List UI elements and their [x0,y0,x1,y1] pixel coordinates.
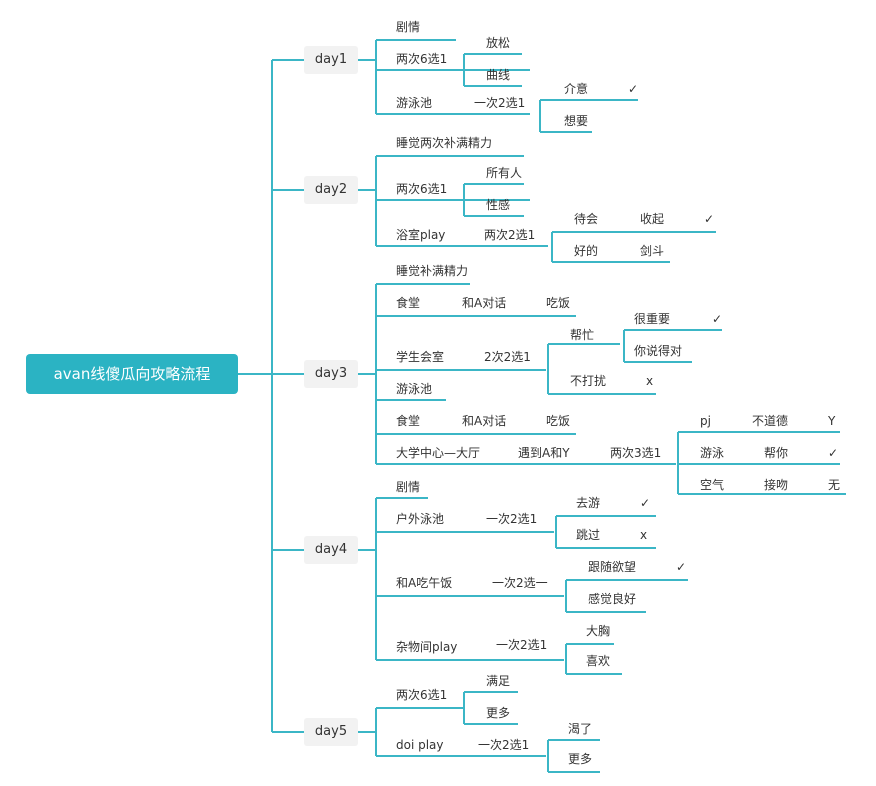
day3-row2-col1[interactable]: 游泳 [700,446,725,460]
day4-option-desire[interactable]: 跟随欲望 [588,560,637,574]
day4-item-lunch[interactable]: 和A吃午饭 [396,576,453,590]
day2-option-later[interactable]: 待会 [574,212,599,226]
day4-item-plot[interactable]: 剧情 [396,480,421,494]
day5-item-doiplay[interactable]: doi play [396,738,444,752]
day3-item-pool[interactable]: 游泳池 [396,382,433,396]
day4-lunch-choice[interactable]: 一次2选一 [492,576,548,590]
day3-row1-col3[interactable]: Y [828,414,836,428]
x-mark: x [640,528,648,542]
day4-option-like[interactable]: 喜欢 [586,654,611,668]
day3-item-canteen2[interactable]: 食堂 [396,414,421,428]
day1-item-plot[interactable]: 剧情 [396,20,421,34]
check-mark: ✓ [704,212,715,226]
day3-row3-col3[interactable]: 无 [828,478,841,492]
day5-doiplay-choice[interactable]: 一次2选1 [478,738,530,752]
day5-option-more2[interactable]: 更多 [568,752,593,766]
day1-item-choice6[interactable]: 两次6选1 [396,52,448,66]
day1-option-want[interactable]: 想要 [564,114,589,128]
check-mark: ✓ [828,446,839,460]
day3-item-center[interactable]: 大学中心—大厅 [396,446,481,460]
check-mark: ✓ [712,312,723,326]
day3-option-right[interactable]: 你说得对 [634,344,683,358]
check-mark: ✓ [676,560,687,574]
day5-option-thirsty[interactable]: 渴了 [568,722,593,736]
day3-node[interactable]: day3 [304,360,358,388]
day2-item-bathroom[interactable]: 浴室play [396,228,446,242]
day3-row3-col1[interactable]: 空气 [700,478,725,492]
day2-option-everyone[interactable]: 所有人 [486,166,523,180]
day3-item-sleep[interactable]: 睡觉补满精力 [396,264,469,278]
day2-bathroom-choice[interactable]: 两次2选1 [484,228,536,242]
day4-option-skip[interactable]: 跳过 [576,528,601,542]
day3-canteen-eat[interactable]: 吃饭 [546,296,571,310]
day2-item-choice6[interactable]: 两次6选1 [396,182,448,196]
day4-option-feelgood[interactable]: 感觉良好 [588,592,637,606]
day4-storage-choice[interactable]: 一次2选1 [496,638,548,652]
day3-canteen2-eat[interactable]: 吃饭 [546,414,571,428]
day4-item-outdoorpool[interactable]: 户外泳池 [396,512,445,526]
day3-item-council[interactable]: 学生会室 [396,350,445,364]
day2-option-sword[interactable]: 剑斗 [640,244,665,258]
day3-council-choice[interactable]: 2次2选1 [484,350,531,364]
day4-item-storage[interactable]: 杂物间play [396,640,458,654]
day3-canteen2-talk[interactable]: 和A对话 [462,414,507,428]
day3-branch-nodisturb[interactable]: 不打扰 [570,374,607,388]
day4-option-swim[interactable]: 去游 [576,496,601,510]
day2-option-putaway[interactable]: 收起 [640,212,665,226]
day1-option-curve[interactable]: 曲线 [486,68,511,82]
day4-node[interactable]: day4 [304,536,358,564]
day3-option-important[interactable]: 很重要 [634,312,671,326]
x-mark: x [646,374,654,388]
day3-row2-col2[interactable]: 帮你 [764,446,789,460]
day3-row1-col1[interactable]: pj [700,414,711,428]
day2-option-sexy[interactable]: 性感 [486,198,511,212]
check-mark: ✓ [640,496,651,510]
day5-option-more[interactable]: 更多 [486,706,511,720]
check-mark: ✓ [628,82,639,96]
day5-node[interactable]: day5 [304,718,358,746]
day5-item-choice6[interactable]: 两次6选1 [396,688,448,702]
day1-item-pool[interactable]: 游泳池 [396,96,433,110]
day3-center-choice[interactable]: 两次3选1 [610,446,662,460]
day3-branch-help[interactable]: 帮忙 [570,328,595,342]
day3-row3-col2[interactable]: 接吻 [764,478,789,492]
day5-option-satisfied[interactable]: 满足 [486,674,511,688]
day3-item-canteen[interactable]: 食堂 [396,296,421,310]
day4-outdoorpool-choice[interactable]: 一次2选1 [486,512,538,526]
day3-canteen-talk[interactable]: 和A对话 [462,296,507,310]
day2-option-ok[interactable]: 好的 [574,244,599,258]
day1-pool-choice[interactable]: 一次2选1 [474,96,526,110]
root-node[interactable]: avan线傻瓜向攻略流程 [26,354,238,394]
day1-node[interactable]: day1 [304,46,358,74]
day1-option-relax[interactable]: 放松 [486,36,511,50]
day2-item-sleep[interactable]: 睡觉两次补满精力 [396,136,493,150]
day1-option-mind[interactable]: 介意 [564,82,589,96]
day3-center-meet[interactable]: 遇到A和Y [518,446,570,460]
day3-row1-col2[interactable]: 不道德 [752,414,789,428]
day4-option-bigchest[interactable]: 大胸 [586,624,611,638]
day2-node[interactable]: day2 [304,176,358,204]
